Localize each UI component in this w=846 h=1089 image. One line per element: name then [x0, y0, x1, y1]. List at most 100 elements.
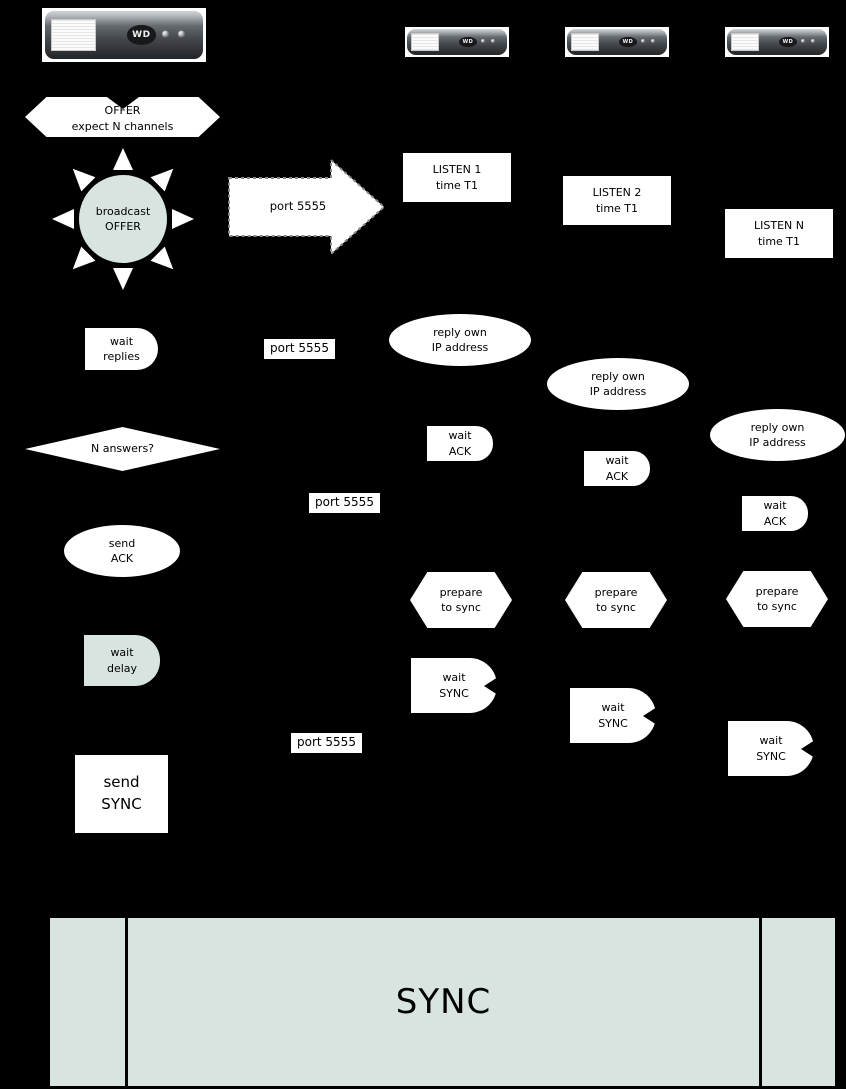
listen-2-box: LISTEN 2 time T1	[563, 176, 671, 225]
listen-1-line1: LISTEN 1	[432, 163, 482, 177]
n-answers-text: N answers?	[90, 442, 155, 456]
send-sync-box: send SYNC	[75, 755, 168, 833]
prepare-line2: to sync	[441, 601, 481, 614]
sun-ray-icon	[65, 246, 96, 277]
wd-media-player-icon: WD	[407, 29, 507, 55]
device-led-icon	[161, 30, 169, 38]
wait-sync-shape-2: wait SYNC	[570, 688, 657, 743]
listen-n-line1: LISTEN N	[754, 219, 804, 233]
reply-ip-line1: reply own	[591, 369, 645, 383]
broadcast-line2: OFFER	[105, 220, 141, 233]
device-shine	[407, 29, 507, 38]
device-led-icon	[641, 39, 645, 44]
wd-media-player-icon: WD	[45, 11, 203, 59]
reply-ip-line2: IP address	[431, 341, 489, 354]
device-led-icon	[651, 39, 655, 44]
sun-ray-icon	[150, 161, 181, 192]
listen-2-line2: time T1	[595, 201, 639, 215]
arrowhead-notch-icon	[484, 676, 498, 695]
device-shine	[727, 29, 827, 38]
listen-1-box: LISTEN 1 time T1	[403, 153, 511, 202]
wait-sync-line1: wait	[601, 701, 625, 715]
wait-sync-line2: SYNC	[439, 686, 469, 700]
arrowhead-notch-icon	[643, 706, 657, 725]
device-led-icon	[801, 39, 805, 44]
port-5555-label-1: port 5555	[264, 339, 335, 359]
wd-logo-text: WD	[462, 38, 474, 45]
wait-ack-line1: wait	[448, 429, 472, 443]
listen-1-line2: time T1	[435, 178, 479, 192]
wait-ack-line2: ACK	[763, 514, 787, 528]
port-5555-label-2: port 5555	[309, 493, 380, 513]
reply-ip-ellipse-2: reply own IP address	[547, 358, 689, 410]
wd-media-player-icon: WD	[567, 29, 667, 55]
send-ack-line2: ACK	[110, 552, 134, 565]
device-led-icon	[177, 30, 185, 38]
prepare-sync-hex-2: prepare to sync	[565, 572, 667, 628]
prepare-sync-hex-1: prepare to sync	[410, 572, 512, 628]
wait-sync-shape-1: wait SYNC	[411, 658, 498, 713]
wait-ack-line1: wait	[763, 499, 787, 513]
device-label-sticker	[51, 18, 96, 52]
client-device-n-image: WD	[725, 27, 829, 57]
port-5555-label-3: port 5555	[291, 733, 362, 753]
reply-ip-ellipse-1: reply own IP address	[389, 314, 531, 366]
wd-logo: WD	[619, 36, 637, 48]
device-led-icon	[811, 39, 815, 44]
wait-ack-line2: ACK	[448, 444, 472, 458]
wait-ack-shape-3: wait ACK	[742, 496, 808, 531]
device-led-icon	[481, 39, 485, 44]
sun-ray-icon	[172, 209, 194, 229]
client-device-1-image: WD	[405, 27, 509, 57]
prepare-line1: prepare	[594, 585, 638, 599]
reply-ip-line2: IP address	[589, 385, 647, 398]
wait-sync-line2: SYNC	[598, 716, 628, 730]
wait-sync-shape-3: wait SYNC	[728, 721, 815, 776]
send-ack-ellipse: send ACK	[64, 525, 180, 577]
broadcast-offer-circle: broadcast OFFER	[79, 175, 167, 263]
wait-sync-line1: wait	[442, 671, 466, 685]
port-arrow-label: port 5555	[269, 199, 327, 213]
device-led-icon	[491, 39, 495, 44]
prepare-line2: to sync	[757, 600, 797, 613]
listen-n-line2: time T1	[757, 234, 801, 248]
send-sync-line2: SYNC	[101, 795, 142, 813]
wait-replies-line2: replies	[103, 350, 140, 363]
device-label-sticker	[411, 33, 439, 51]
reply-ip-line1: reply own	[433, 325, 487, 339]
sync-banner-text: SYNC	[395, 982, 492, 1022]
offer-line2: expect N channels	[71, 119, 174, 133]
sun-ray-icon	[113, 268, 133, 290]
reply-ip-ellipse-3: reply own IP address	[710, 409, 845, 461]
wd-media-player-icon: WD	[727, 29, 827, 55]
send-sync-line1: send	[103, 773, 140, 792]
device-shine	[567, 29, 667, 38]
sync-bar-right-cell	[762, 918, 835, 1086]
wait-delay-line2: delay	[106, 661, 138, 675]
broadcast-sun: broadcast OFFER	[48, 144, 198, 294]
wait-replies-line1: wait	[109, 334, 134, 348]
sync-bar-main-cell: SYNC	[128, 918, 762, 1086]
prepare-line1: prepare	[755, 584, 799, 598]
wait-ack-shape-2: wait ACK	[584, 451, 650, 486]
sync-bar: SYNC	[50, 918, 835, 1086]
reply-ip-line1: reply own	[750, 420, 805, 434]
wd-logo: WD	[459, 36, 477, 48]
wait-replies-shape: wait replies	[85, 328, 158, 370]
wd-logo-text: WD	[782, 38, 794, 45]
arrowhead-notch-icon	[106, 97, 139, 109]
wait-sync-line1: wait	[759, 734, 783, 748]
wd-logo-text: WD	[622, 38, 634, 45]
n-answers-diamond: N answers?	[25, 427, 220, 471]
wait-ack-line1: wait	[605, 454, 629, 468]
client-device-2-image: WD	[565, 27, 669, 57]
sun-ray-icon	[150, 246, 181, 277]
wait-delay-line1: wait	[110, 646, 134, 660]
broadcast-arrow-icon	[228, 157, 386, 257]
listen-2-line1: LISTEN 2	[592, 186, 642, 200]
device-label-sticker	[731, 33, 759, 51]
wait-delay-shape: wait delay	[84, 635, 160, 686]
arrowhead-notch-icon	[801, 739, 815, 758]
prepare-line2: to sync	[596, 601, 636, 614]
